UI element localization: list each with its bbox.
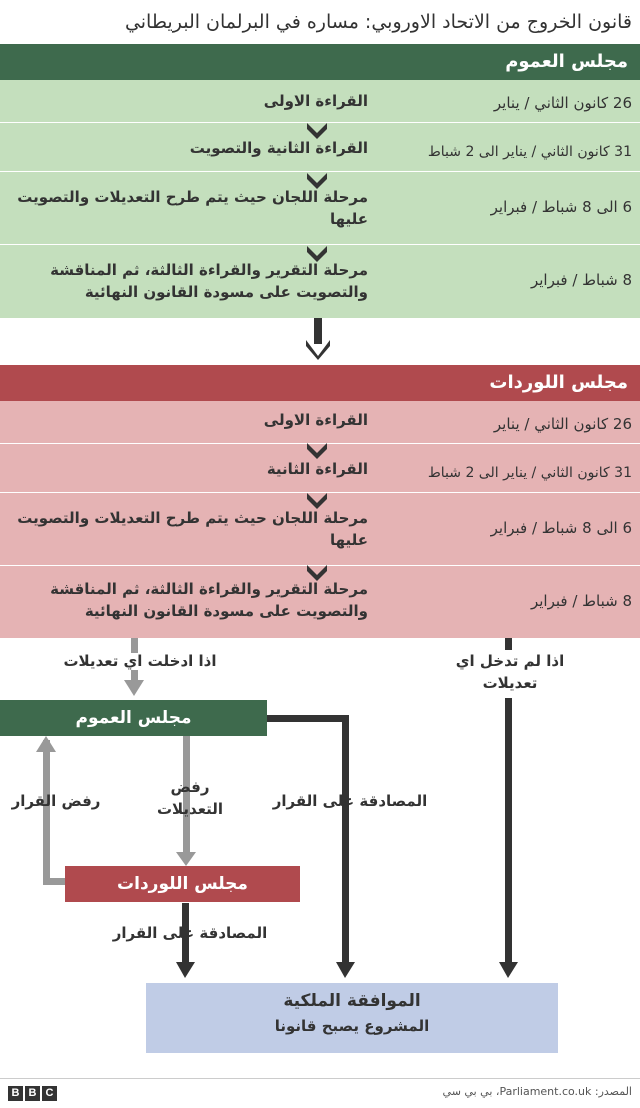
arrow-down-icon	[176, 962, 195, 978]
chevron-down-icon	[307, 565, 327, 581]
stage-label: مرحلة التقرير والقراءة الثالثة، ثم المنا…	[50, 261, 368, 301]
stage-date: 8 شباط / فبراير	[530, 592, 632, 610]
royal-assent-subtitle: المشروع يصبح قانونا	[274, 1017, 430, 1035]
arrow-down-icon	[499, 962, 518, 978]
arrow-down-icon	[336, 962, 355, 978]
stage-label: القراءة الاولى	[263, 411, 368, 429]
chevron-down-icon	[307, 123, 327, 139]
stage-date: 6 الى 8 شباط / فبراير	[490, 198, 632, 216]
source-note: المصدر: Parliament.co.uk، بي بي سي	[442, 1085, 632, 1098]
logo-letter: C	[42, 1086, 57, 1101]
commons-header: مجلس العموم	[0, 44, 640, 80]
bbc-logo: B B C	[8, 1086, 57, 1101]
lords-stage-row: القراءة الاولى 26 كانون الثاني / يناير	[0, 401, 640, 444]
arrow-up-icon	[36, 736, 56, 752]
approve-from-commons-arrow	[265, 715, 355, 978]
commons-to-lords-arrow	[306, 318, 330, 360]
commons-header-label: مجلس العموم	[505, 51, 628, 72]
approve-from-lords-arrow	[176, 903, 195, 978]
logo-letter: B	[8, 1086, 23, 1101]
lords-header-label: مجلس اللوردات	[489, 372, 628, 393]
step-chevrons	[307, 123, 327, 581]
commons-stage-row: القراءة الثانية والتصويت 31 كانون الثاني…	[0, 123, 640, 172]
approve-decision-lords-label: المصادقة على القرار	[112, 924, 268, 942]
stage-date: 31 كانون الثاني / يناير الى 2 شباط	[427, 144, 632, 160]
chevron-down-icon	[307, 493, 327, 509]
stage-date: 6 الى 8 شباط / فبراير	[490, 519, 632, 537]
stage-label: القراءة الاولى	[263, 92, 368, 110]
arrow-down-icon	[176, 852, 196, 866]
stage-label: مرحلة اللجان حيث يتم طرح التعديلات والتص…	[17, 509, 368, 549]
footer: B B C المصدر: Parliament.co.uk، بي بي سي	[0, 1078, 640, 1108]
stage-label: القراءة الثانية	[266, 460, 368, 478]
stage-label: القراءة الثانية والتصويت	[189, 139, 368, 157]
no-amendments-arrow	[499, 638, 518, 978]
chevron-down-icon	[307, 246, 327, 262]
stage-date: 8 شباط / فبراير	[530, 271, 632, 289]
if-amended-label: اذا ادخلت اي تعديلات	[63, 652, 217, 670]
stage-label: مرحلة التقرير والقراءة الثالثة، ثم المنا…	[50, 580, 368, 620]
stage-date: 31 كانون الثاني / يناير الى 2 شباط	[427, 465, 632, 481]
reject-decision-arrow	[36, 736, 65, 885]
approve-decision-commons-label: المصادقة على القرار	[272, 792, 428, 810]
stage-label: مرحلة اللجان حيث يتم طرح التعديلات والتص…	[17, 188, 368, 228]
reject-decision-label: رفض القرار	[11, 792, 101, 810]
royal-assent-box: الموافقة الملكية المشروع يصبح قانونا	[146, 983, 558, 1053]
arrow-down-icon	[306, 340, 330, 360]
lords-header: مجلس اللوردات	[0, 365, 640, 401]
amended-arrow	[124, 638, 144, 696]
logo-letter: B	[25, 1086, 40, 1101]
royal-assent-title: الموافقة الملكية	[283, 991, 421, 1011]
lords-box: مجلس اللوردات	[65, 866, 300, 902]
chart-title: قانون الخروج من الاتحاد الاوروبي: مساره …	[124, 11, 632, 33]
reject-amendments-label: رفض التعديلات	[156, 778, 224, 818]
chevron-down-icon	[307, 443, 327, 459]
stage-date: 26 كانون الثاني / يناير	[493, 415, 632, 433]
chevron-down-icon	[307, 173, 327, 189]
commons-stage-row: القراءة الاولى 26 كانون الثاني / يناير	[0, 80, 640, 123]
commons-box: مجلس العموم	[0, 700, 267, 736]
reject-amendments-arrow	[176, 736, 196, 866]
if-not-amended-label: اذا لم تدخل اي تعديلات	[455, 652, 565, 692]
arrow-down-icon	[124, 680, 144, 696]
stage-date: 26 كانون الثاني / يناير	[493, 94, 632, 112]
